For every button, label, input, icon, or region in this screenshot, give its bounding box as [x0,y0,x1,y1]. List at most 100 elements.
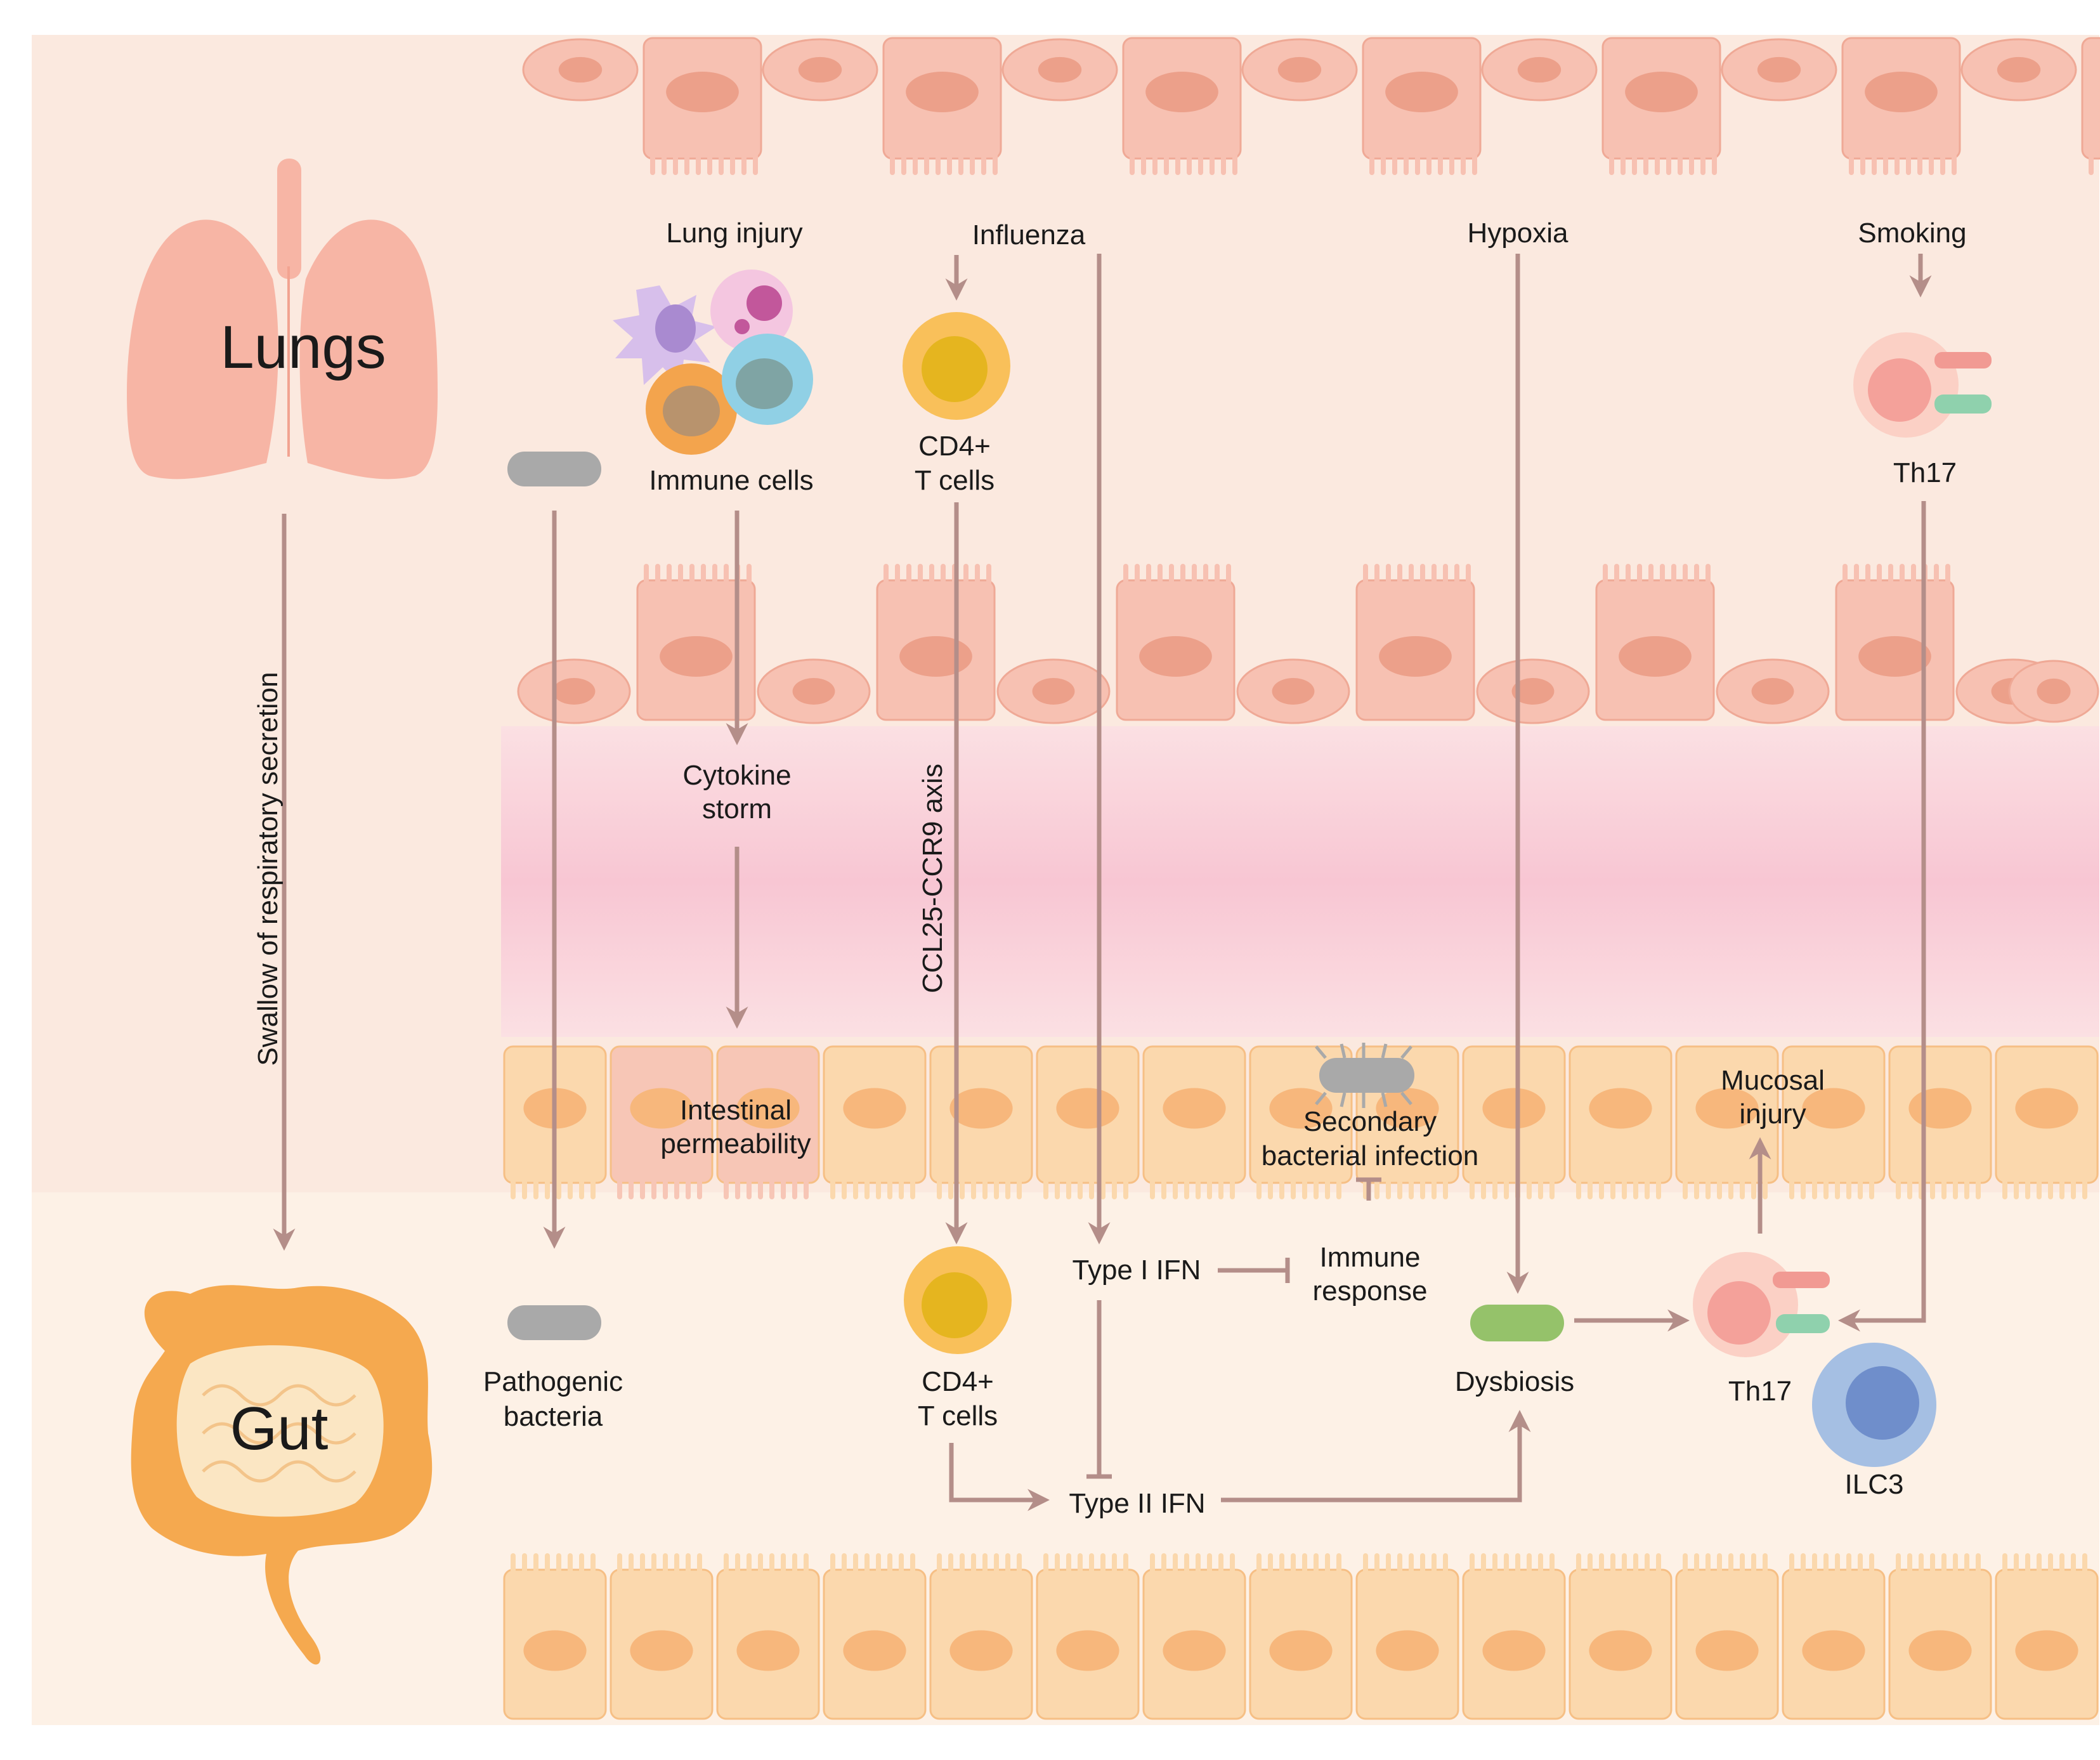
bacteria-icon [507,452,601,486]
gut-epithelial-cell [1249,1553,1353,1720]
gut-epithelial-cell [610,1045,714,1199]
type2-ifn-label: Type II IFN [1069,1488,1205,1519]
gut-epithelial-cell [1249,1045,1353,1199]
gut-epithelial-cell [1355,1553,1459,1720]
squamous-cell [517,658,631,724]
cd4-lung-label-1: CD4+ [918,431,991,462]
squamous-cell [522,38,639,101]
mucosal-injury-label-1: Mucosal [1721,1065,1825,1096]
lung-injury-label: Lung injury [666,218,802,249]
squamous-cell [1001,38,1118,101]
influenza-label: Influenza [972,219,1086,251]
lung-epithelial-cell [876,564,996,721]
immune-cells-label: Immune cells [649,465,813,496]
cd4-gut-label-1: CD4+ [922,1366,994,1397]
squamous-cell [1236,658,1350,724]
gut-epithelial-cell [1782,1045,1886,1199]
cd4-gut-label-2: T cells [918,1400,998,1431]
lung-epithelial-cell [1362,37,1482,175]
squamous-cell [1721,38,1837,101]
gut-epithelial-cell [1142,1045,1246,1199]
cd4-lung-label-2: T cells [915,465,995,496]
gut-epithelial-cell [1782,1553,1886,1720]
immune-response-label-1: Immune [1320,1242,1421,1273]
lung-epithelial-cell [1601,37,1721,175]
secondary-infection-label-2: bacterial infection [1262,1140,1478,1171]
th17-gut-label: Th17 [1728,1376,1792,1407]
cytokine-label-1: Cytokine [682,760,791,791]
ccl25-ccr9-axis-label: CCL25-CCR9 axis [917,764,948,993]
gut-epithelial-cell [1888,1553,1992,1720]
squamous-cell [1241,38,1358,101]
t-cell-icon [903,312,1010,420]
gut-icon [131,1285,433,1665]
gut-label: Gut [230,1395,329,1463]
secondary-infection-label-1: Secondary [1303,1106,1437,1137]
gut-epithelial-cell [823,1553,927,1720]
blood-circulation-band [501,726,2099,1037]
squamous-cell [757,658,871,724]
gut-epithelial-cell [1462,1045,1566,1199]
gut-epithelium-middle [503,1045,2099,1199]
squamous-cell [1481,38,1598,101]
squamous-cell [1476,658,1590,724]
lung-epithelial-cell [1841,37,1961,175]
th17-icon [1853,332,1992,438]
lungs-label: Lungs [220,313,386,381]
gut-epithelial-cell [1462,1553,1566,1720]
lung-epithelium-top [522,37,2100,175]
squamous-cell [1960,38,2077,101]
lungs-icon [127,159,438,479]
gut-epithelial-cell [1036,1045,1140,1199]
permeability-label-2: permeability [660,1128,811,1159]
cd4-to-type2-arrow [949,1443,1050,1511]
lung-epithelial-cell [1835,564,1955,721]
lung-epithelial-cell [882,37,1002,175]
gut-epithelial-cell [1568,1045,1673,1199]
gut-epithelial-cell [1568,1553,1673,1720]
gut-epithelial-cell [1142,1553,1246,1720]
lung-epithelial-cell [1116,564,1236,721]
gut-epithelial-cell [716,1553,820,1720]
th17-to-gut-th17-arrow [1838,501,1926,1332]
gut-epithelial-cell [1995,1553,2099,1720]
gut-epithelial-cell [503,1553,607,1720]
squamous-cell [762,38,878,101]
permeability-label-1: Intestinal [680,1095,792,1126]
immune-cells-icon [613,270,813,455]
dysbiosis-label: Dysbiosis [1455,1366,1574,1397]
smoking-label: Smoking [1858,218,1966,249]
dysbiosis-bacteria-icon [1470,1305,1564,1341]
gut-epithelial-cell [1888,1045,1992,1199]
gut-epithelial-cell [823,1045,927,1199]
gut-epithelial-cell [929,1045,1033,1199]
pathogen-bacterium-icon [507,1305,601,1340]
lung-epithelial-cell [2081,37,2100,175]
lung-epithelial-cell [1355,564,1475,721]
gut-epithelial-cell [1036,1553,1140,1720]
lung-epithelial-cell [642,37,762,175]
immune-response-label-2: response [1312,1275,1427,1307]
type1-ifn-label: Type I IFN [1073,1255,1201,1286]
swallow-label: Swallow of respiratory secretion [252,672,284,1066]
cytokine-label-2: storm [702,793,772,825]
hypoxia-label: Hypoxia [1468,218,1568,249]
lung-epithelial-cell [636,564,756,721]
lung-epithelial-cell [1595,564,1715,721]
th17-lung-label: Th17 [1893,457,1957,488]
gut-epithelial-cell [929,1553,1033,1720]
ilc3-icon [1812,1343,1936,1467]
gut-epithelial-cell [1995,1045,2099,1199]
squamous-cell [1716,658,1830,724]
th17-icon [1693,1252,1830,1357]
gut-epithelial-cell [610,1553,714,1720]
pathogenic-label-1: Pathogenic [483,1366,623,1397]
squamous-cell [996,658,1111,724]
t-cell-icon [904,1246,1012,1354]
secondary-bacterium-icon [1315,1043,1414,1108]
type2-to-dysbiosis-arrow [1221,1410,1531,1503]
mucosal-injury-label-2: injury [1739,1098,1806,1130]
squamous-cell [2008,660,2099,723]
pathogenic-label-2: bacteria [504,1401,603,1432]
